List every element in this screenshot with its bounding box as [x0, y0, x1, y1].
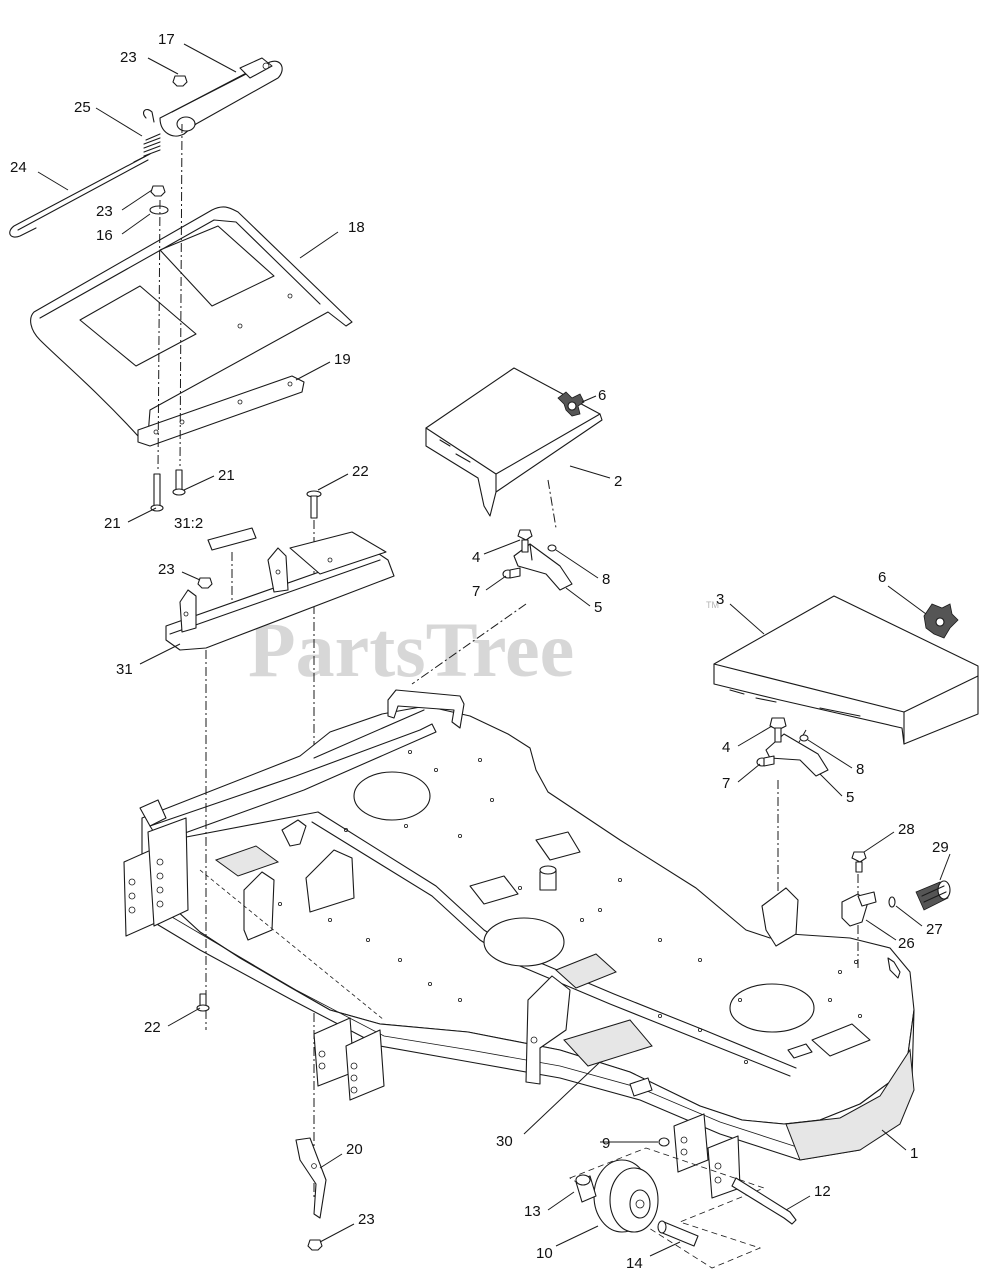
callout-23[interactable]: 23	[158, 561, 175, 578]
callout-27[interactable]: 27	[926, 921, 943, 938]
leader-lines	[37, 43, 951, 1257]
part-23-nut-top[interactable]	[172, 75, 188, 87]
part-12-axle-bolt[interactable]	[731, 1177, 797, 1225]
part-7-pin-upper[interactable]	[502, 567, 521, 579]
callout-30[interactable]: 30	[496, 1133, 513, 1150]
part-23-nut-and-16-washer[interactable]	[149, 185, 169, 215]
callout-13[interactable]: 13	[524, 1203, 541, 1220]
callout-31[interactable]: 31	[116, 661, 133, 678]
watermark-text: PartsTree	[248, 606, 574, 693]
callout-29[interactable]: 29	[932, 839, 949, 856]
part-5-bracket-lower[interactable]	[765, 733, 829, 777]
callout-7[interactable]: 7	[472, 583, 480, 600]
part-23-nut-mid[interactable]	[197, 577, 213, 589]
part-26-elbow-fitting[interactable]	[841, 891, 877, 927]
part-22-bolt-bottom[interactable]	[196, 993, 210, 1012]
callout-8[interactable]: 8	[856, 761, 864, 778]
callout-5[interactable]: 5	[594, 599, 602, 616]
callout-6[interactable]: 6	[598, 387, 606, 404]
part-9-washer[interactable]	[658, 1137, 670, 1147]
part-4-bolt-upper[interactable]	[517, 529, 533, 553]
part-18-foot-plate[interactable]	[30, 206, 353, 444]
callout-9[interactable]: 9	[602, 1135, 610, 1152]
part-21-bolts[interactable]	[150, 469, 186, 512]
part-8-washer-lower[interactable]	[799, 734, 809, 742]
part-6-knob-right[interactable]	[923, 603, 959, 639]
callout-22[interactable]: 22	[352, 463, 369, 480]
callout-1[interactable]: 1	[910, 1145, 918, 1162]
callout-labels: 17 23 25 24 23 16 18 19 21 21 22 31:2 23…	[10, 31, 949, 1272]
part-5-bracket-upper[interactable]	[513, 543, 573, 591]
callout-6[interactable]: 6	[878, 569, 886, 586]
part-2-belt-cover-left[interactable]	[425, 367, 603, 517]
callout-3[interactable]: 3	[716, 591, 724, 608]
part-24-rod[interactable]	[9, 153, 151, 238]
part-25-spring[interactable]	[143, 109, 161, 157]
callout-20[interactable]: 20	[346, 1141, 363, 1158]
callout-7[interactable]: 7	[722, 775, 730, 792]
part-19-bar[interactable]	[137, 375, 305, 447]
part-8-washer-upper[interactable]	[547, 544, 557, 552]
part-27-o-ring[interactable]	[888, 896, 896, 908]
callout-23[interactable]: 23	[358, 1211, 375, 1228]
watermark-trademark: TM	[706, 600, 719, 610]
part-29-cap[interactable]	[915, 880, 951, 911]
part-13-spacer[interactable]	[575, 1174, 597, 1203]
callout-22[interactable]: 22	[144, 1019, 161, 1036]
callout-28[interactable]: 28	[898, 821, 915, 838]
callout-21[interactable]: 21	[218, 467, 235, 484]
part-3-belt-cover-right[interactable]	[713, 595, 979, 745]
callout-18[interactable]: 18	[348, 219, 365, 236]
part-4-bolt-lower[interactable]	[769, 717, 787, 743]
callout-19[interactable]: 19	[334, 351, 351, 368]
part-31-2-decal[interactable]	[207, 527, 257, 551]
callout-26[interactable]: 26	[898, 935, 915, 952]
part-1-mower-deck[interactable]	[123, 689, 915, 1199]
callout-2[interactable]: 2	[614, 473, 622, 490]
part-10-caster-wheel[interactable]	[593, 1159, 659, 1233]
callout-31-2[interactable]: 31:2	[174, 515, 203, 532]
callout-21[interactable]: 21	[104, 515, 121, 532]
callout-14[interactable]: 14	[626, 1255, 643, 1272]
part-7-pin-lower[interactable]	[756, 755, 775, 767]
callout-5[interactable]: 5	[846, 789, 854, 806]
callout-25[interactable]: 25	[74, 99, 91, 116]
part-20-bracket[interactable]	[295, 1137, 327, 1219]
part-14-spacer-tube[interactable]	[657, 1220, 699, 1247]
callout-4[interactable]: 4	[722, 739, 730, 756]
callout-10[interactable]: 10	[536, 1245, 553, 1262]
callout-23[interactable]: 23	[120, 49, 137, 66]
part-31-mount-plate[interactable]	[165, 531, 395, 651]
part-28-grease-fitting[interactable]	[851, 851, 867, 873]
part-17-pivot-tube[interactable]	[159, 57, 283, 137]
callout-16[interactable]: 16	[96, 227, 113, 244]
callout-4[interactable]: 4	[472, 549, 480, 566]
callout-17[interactable]: 17	[158, 31, 175, 48]
part-23-nut-bottom[interactable]	[307, 1239, 323, 1251]
callout-12[interactable]: 12	[814, 1183, 831, 1200]
callout-8[interactable]: 8	[602, 571, 610, 588]
part-6-knob-top[interactable]	[557, 391, 585, 417]
callout-24[interactable]: 24	[10, 159, 27, 176]
part-22-bolt-top[interactable]	[306, 490, 322, 519]
callout-23[interactable]: 23	[96, 203, 113, 220]
